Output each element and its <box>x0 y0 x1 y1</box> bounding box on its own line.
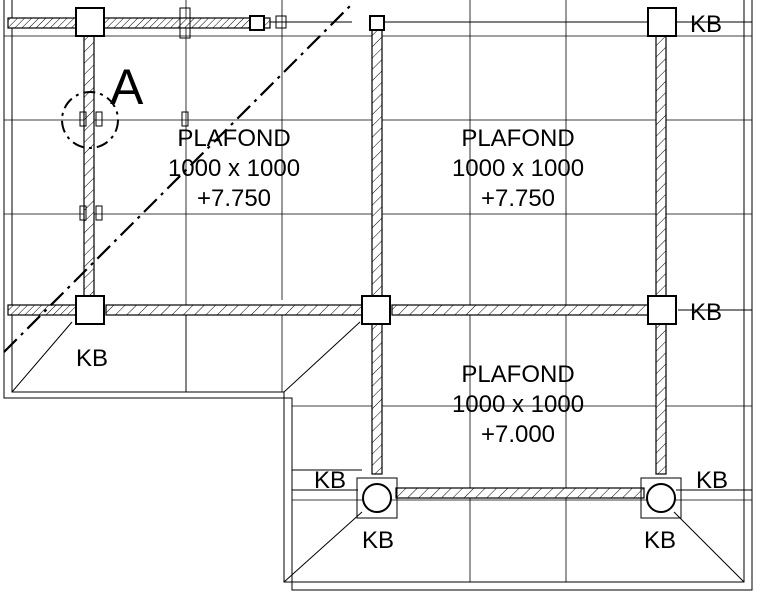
column-tag: KB <box>314 467 346 494</box>
section-line <box>3 3 353 353</box>
column-tag: KB <box>362 527 394 554</box>
panel-1-name: PLAFOND <box>177 125 290 152</box>
panel-3-name: PLAFOND <box>461 361 574 388</box>
column-tag: KB <box>690 11 722 38</box>
detail-marker-label: A <box>110 59 144 115</box>
panel-1-size: 1000 x 1000 <box>168 155 300 182</box>
panel-label-3: PLAFOND 1000 x 1000 +7.000 <box>452 361 584 448</box>
panel-label-2: PLAFOND 1000 x 1000 +7.750 <box>452 125 584 212</box>
panel-2-size: 1000 x 1000 <box>452 155 584 182</box>
panel-2-name: PLAFOND <box>461 125 574 152</box>
column-tag: KB <box>644 527 676 554</box>
panel-2-level: +7.750 <box>481 185 555 212</box>
detail-marker: A <box>61 59 144 149</box>
ceiling-outline <box>3 0 753 591</box>
panel-3-size: 1000 x 1000 <box>452 391 584 418</box>
column-tag: KB <box>696 467 728 494</box>
panel-1-level: +7.750 <box>197 185 271 212</box>
column-tag: KB <box>690 299 722 326</box>
column-tag: KB <box>76 345 108 372</box>
panel-label-1: PLAFOND 1000 x 1000 +7.750 <box>168 125 300 212</box>
columns <box>75 7 682 519</box>
panel-3-level: +7.000 <box>481 421 555 448</box>
